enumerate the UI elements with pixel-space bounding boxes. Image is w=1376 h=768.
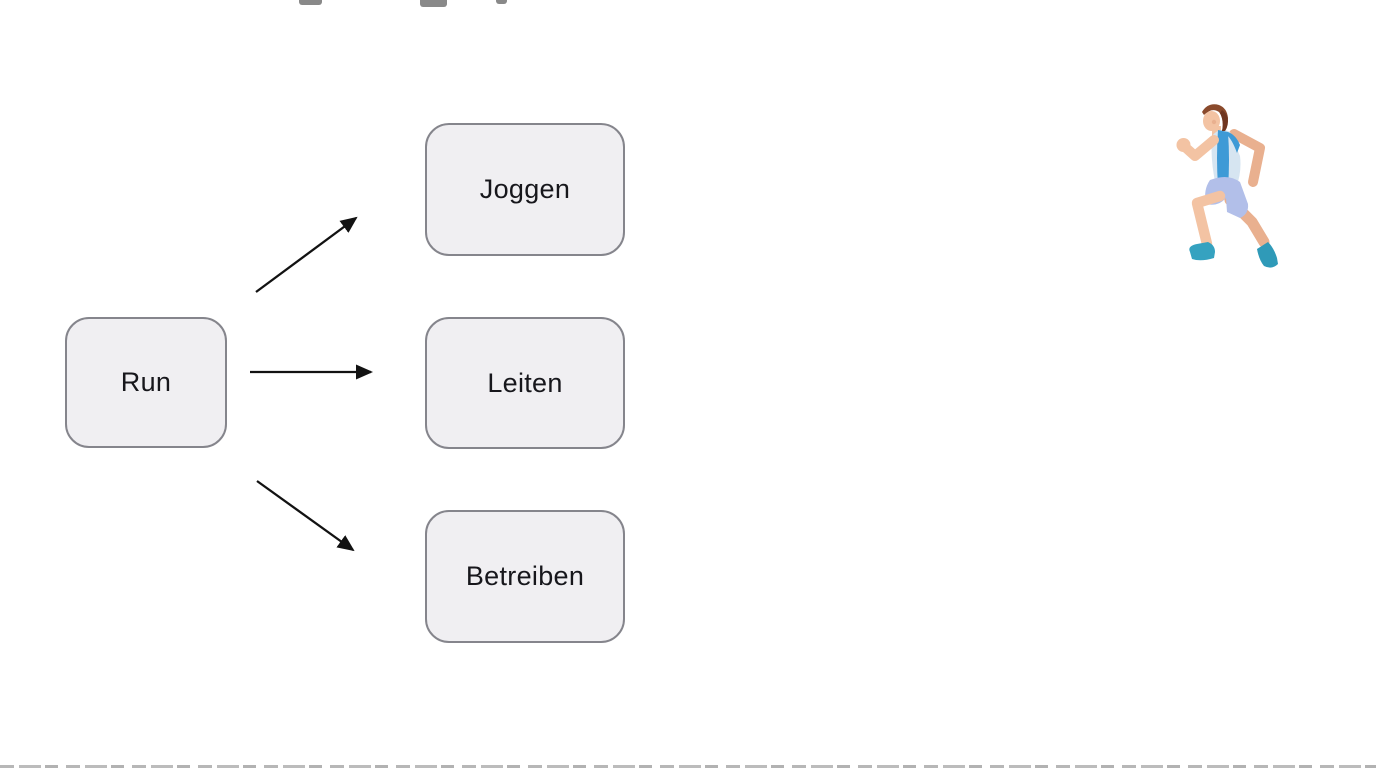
runner-back-shoe [1257,242,1278,268]
runner-head [1203,111,1220,131]
runner-front-leg [1191,190,1226,250]
runner-tank-stripe [1217,130,1229,188]
runner-front-shoe [1189,242,1215,261]
runner-tank-trim [1226,132,1240,153]
node-leiten-label: Leiten [487,367,563,398]
node-betreiben-label: Betreiben [465,561,585,591]
node-betreiben[interactable]: Betreiben [425,510,625,643]
top-edge-artifact [420,0,447,7]
node-leiten[interactable]: Leiten [425,317,625,449]
node-run-label: Run [120,367,172,397]
top-edge-artifact [496,0,507,4]
arrow-run-to-betreiben [256,480,355,552]
runner-icon [1176,104,1278,268]
arrow-run-to-joggen [255,216,358,293]
runner-shorts [1205,176,1249,218]
runner-back-arm [1229,129,1265,187]
runner-hair-shadow [1220,110,1228,131]
bottom-edge-artifact [0,763,1376,768]
node-joggen[interactable]: Joggen [425,123,625,256]
top-edge-artifact [299,0,322,5]
runner-fist [1176,138,1191,152]
node-joggen-label: Joggen [479,174,571,204]
runner-ear [1211,119,1217,125]
node-run[interactable]: Run [65,317,227,448]
